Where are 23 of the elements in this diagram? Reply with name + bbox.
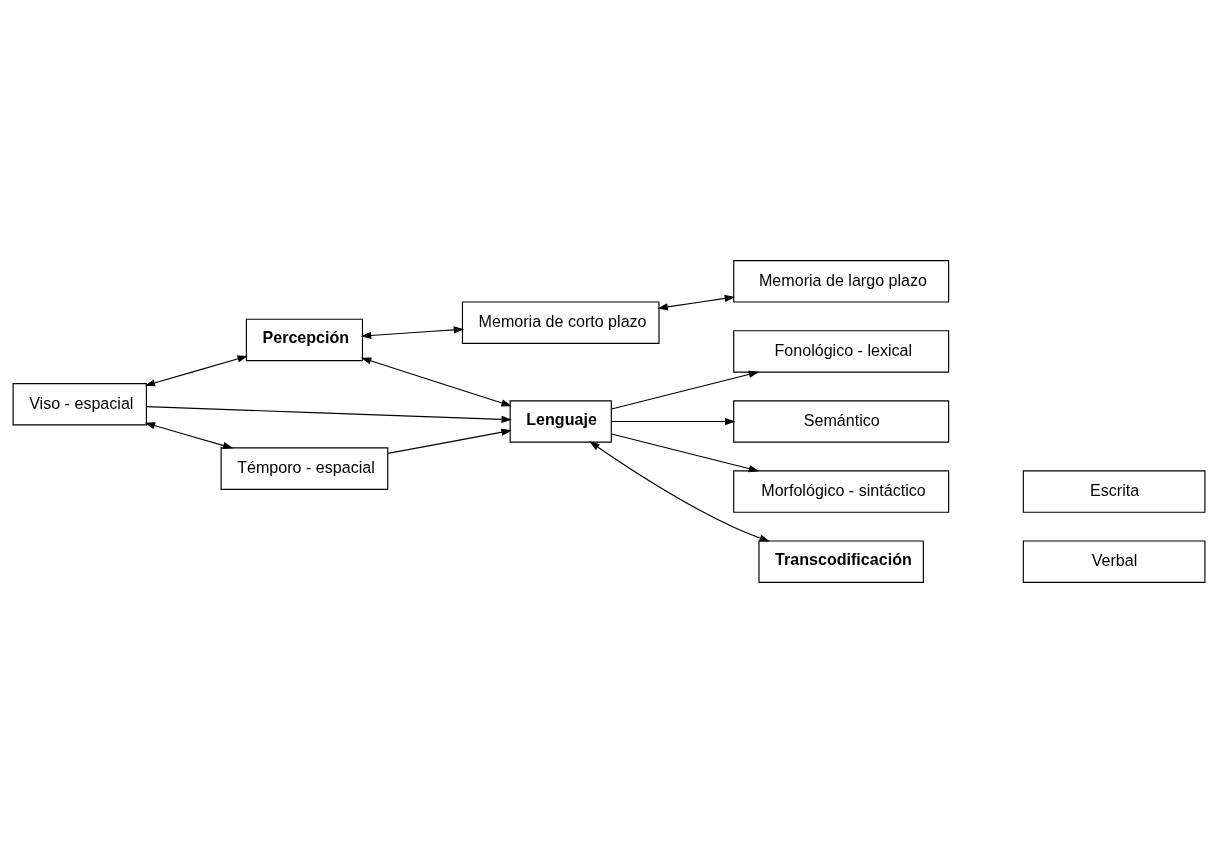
node-box: Escrita [1022, 470, 1206, 513]
node-box: Percepción [245, 318, 364, 362]
arrow [144, 355, 248, 387]
arrow [657, 294, 736, 311]
arrow [360, 326, 465, 340]
node-box: Semántico [733, 400, 950, 443]
node-box: Témporo - espacial [220, 447, 389, 490]
node-box: Memoria de largo plazo [733, 260, 950, 303]
arrow [360, 357, 512, 407]
arrow [611, 417, 736, 426]
arrow [611, 433, 760, 473]
arrow [387, 428, 512, 454]
node-box: Transcodificación [758, 540, 924, 583]
node-box: Lenguaje [509, 400, 612, 443]
node-box: Memoria de corto plazo [461, 301, 660, 344]
arrow [611, 370, 760, 410]
arrow [145, 406, 512, 424]
arrow [144, 422, 234, 449]
node-box: Fonológico - lexical [733, 330, 950, 373]
arrow [589, 441, 770, 542]
node-box: Morfológico - sintáctico [733, 470, 950, 513]
node-box: Viso - espacial [12, 383, 147, 426]
node-box: Verbal [1022, 540, 1206, 583]
